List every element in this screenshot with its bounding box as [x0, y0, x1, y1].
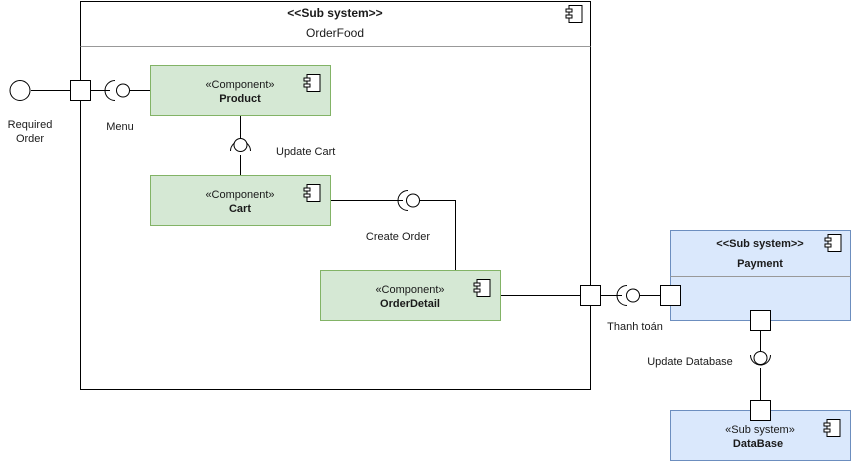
orderdetail-component: «Component» OrderDetail — [320, 270, 501, 321]
orderfood-stereotype: <<Sub system>> — [287, 6, 382, 20]
connectors — [31, 90, 761, 400]
menu-label: Menu — [106, 121, 134, 133]
cart-stereotype: «Component» — [205, 189, 274, 201]
component-icon — [303, 74, 321, 92]
required-order-label-line1: Required — [8, 119, 53, 131]
component-icon — [303, 184, 321, 202]
database-stereotype: «Sub system» — [725, 424, 795, 436]
database-top-port — [750, 400, 771, 421]
thanh-toan-label: Thanh toán — [607, 321, 663, 333]
payment-bottom-port — [750, 310, 771, 331]
required-order-interface: Required Order — [8, 80, 53, 145]
update-database-interface: Update Database — [647, 351, 771, 368]
payment-subsystem: <<Sub system>> Payment — [670, 230, 851, 321]
orderdetail-stereotype: «Component» — [375, 284, 444, 296]
update-cart-label: Update Cart — [276, 146, 335, 158]
component-icon — [823, 419, 841, 437]
component-icon — [473, 279, 491, 297]
menu-interface: Menu — [104, 80, 134, 133]
orderdetail-name: OrderDetail — [380, 298, 440, 310]
component-icon — [565, 5, 583, 23]
create-order-label: Create Order — [366, 231, 431, 243]
required-order-label-line2: Order — [16, 133, 44, 145]
payment-left-port — [660, 285, 681, 306]
orderfood-title: OrderFood — [306, 26, 364, 40]
orderfood-left-port — [70, 80, 91, 101]
update-database-label: Update Database — [647, 356, 733, 368]
product-name: Product — [219, 93, 261, 105]
thanh-toan-interface: Thanh toán — [607, 285, 663, 333]
cart-component: «Component» Cart — [150, 175, 331, 226]
cart-name: Cart — [229, 203, 251, 215]
product-stereotype: «Component» — [205, 79, 274, 91]
orderfood-right-port — [580, 285, 601, 306]
payment-stereotype: <<Sub system>> — [716, 238, 803, 250]
database-name: DataBase — [733, 438, 783, 450]
component-icon — [824, 234, 842, 252]
update-cart-interface: Update Cart — [230, 138, 335, 158]
product-component: «Component» Product — [150, 65, 331, 116]
payment-name: Payment — [737, 258, 783, 270]
create-order-interface: Create Order — [366, 190, 431, 243]
